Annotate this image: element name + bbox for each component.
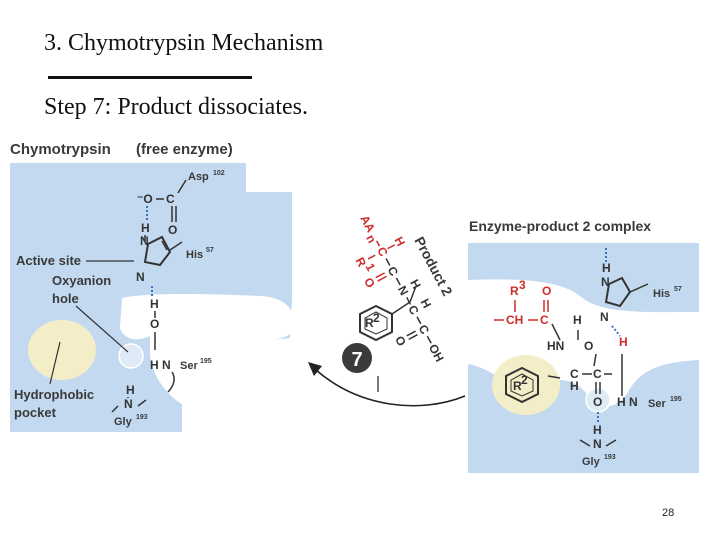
- hydrophobic-pocket-right: [492, 355, 560, 415]
- left-panel-title: Chymotrypsin: [10, 141, 111, 158]
- product-benzene-ring: R 2: [359, 285, 417, 342]
- gly-number-right: 193: [604, 454, 616, 461]
- svg-text:H: H: [150, 297, 159, 311]
- svg-text:C: C: [570, 367, 579, 381]
- svg-text:H: H: [126, 383, 135, 397]
- left-panel-free-enzyme: Chymotrypsin (free enzyme) ⁻O C Asp 102 …: [10, 141, 295, 432]
- oxyanion-pointer: [75, 305, 129, 353]
- his-number-left: 57: [206, 247, 214, 254]
- gly-193-residue-right: H N Gly 193: [579, 412, 617, 468]
- r3-sup: 3: [519, 278, 526, 292]
- svg-text:N: N: [136, 270, 145, 284]
- step-caption: Step 7: Product dissociates.: [44, 94, 308, 120]
- product-2-label: Product 2: [411, 234, 456, 299]
- svg-text:N: N: [124, 397, 133, 411]
- svg-text:O: O: [150, 317, 159, 331]
- oxyanion-label: Oxyanion: [52, 273, 111, 288]
- svg-text:C: C: [385, 264, 402, 279]
- asp-o-minus: ⁻O: [137, 192, 153, 206]
- svg-text:O: O: [584, 339, 593, 353]
- pocket-pointer: [49, 341, 61, 385]
- bound-ring-r: R: [513, 379, 522, 393]
- pocket-label: pocket: [14, 405, 57, 420]
- left-panel-subtitle: (free enzyme): [136, 141, 233, 158]
- his-number-right: 57: [674, 286, 682, 293]
- svg-text:O: O: [361, 275, 378, 290]
- right-panel-complex: Enzyme-product 2 complex H N His 57 N H …: [468, 218, 699, 473]
- hydrophobic-label: Hydrophobic: [14, 387, 94, 402]
- gly-label-left: Gly: [114, 416, 133, 428]
- svg-text:H: H: [573, 313, 582, 327]
- svg-text:N: N: [601, 275, 610, 289]
- title-underline: [48, 76, 252, 79]
- svg-text:N: N: [593, 437, 602, 451]
- step-7-number: 7: [351, 349, 362, 371]
- right-panel-title: Enzyme-product 2 complex: [469, 218, 651, 234]
- svg-text:C: C: [416, 322, 433, 337]
- ser-195-residue: H O H N Ser 195: [150, 297, 212, 393]
- his-label-left: His: [186, 249, 203, 261]
- hole-label: hole: [52, 291, 79, 306]
- bound-product-fragment: R 3 O CH C H HN O C C H O H N S: [494, 278, 682, 410]
- hydrophobic-pocket-left: [28, 320, 96, 380]
- asp-number: 102: [213, 170, 225, 177]
- svg-text:N: N: [140, 234, 149, 248]
- ser-label-left: Ser: [180, 360, 198, 372]
- asp-label: Asp: [188, 171, 209, 183]
- slide-number: 28: [662, 507, 675, 519]
- gly-label-right: Gly: [582, 456, 601, 468]
- r3-label: R: [510, 284, 519, 298]
- ser-number-right: 195: [670, 396, 682, 403]
- svg-text:H: H: [619, 335, 628, 349]
- product-ring-r: R: [365, 316, 374, 330]
- asp-102-residue: ⁻O C Asp 102 O: [137, 170, 225, 237]
- svg-text:H: H: [570, 379, 579, 393]
- asp-carbon: C: [166, 192, 175, 206]
- product-ring-sup: 2: [373, 311, 380, 325]
- svg-text:HN: HN: [547, 339, 564, 353]
- svg-text:H: H: [593, 423, 602, 437]
- ser-number-left: 195: [200, 358, 212, 365]
- svg-text:O: O: [593, 395, 602, 409]
- bound-ring-sup: 2: [521, 373, 528, 387]
- enzyme-cleft-left: [120, 294, 295, 342]
- svg-text:O: O: [392, 334, 409, 349]
- gly-193-residue: H N Gly 193: [111, 383, 148, 428]
- svg-text:H: H: [391, 234, 407, 248]
- gly-number-left: 193: [136, 414, 148, 421]
- asp-o: O: [168, 223, 177, 237]
- product-oh: OH: [426, 342, 447, 364]
- reaction-arrowhead: [308, 362, 322, 376]
- svg-text:C: C: [540, 313, 549, 327]
- svg-text:O: O: [542, 284, 551, 298]
- his-57-residue: H N N His 57: [136, 221, 214, 296]
- svg-text:C: C: [374, 245, 391, 260]
- svg-text:N: N: [600, 310, 609, 324]
- active-site-label: Active site: [16, 253, 81, 268]
- svg-text:H N: H N: [617, 395, 638, 409]
- step-7-badge: 7: [342, 343, 372, 373]
- slide-title: 3. Chymotrypsin Mechanism: [44, 30, 324, 56]
- svg-text:C: C: [593, 367, 602, 381]
- ch-label: CH: [506, 313, 523, 327]
- svg-text:H: H: [141, 221, 150, 235]
- his-57-residue-right: H N His 57 N H: [600, 248, 682, 349]
- ser-label-right: Ser: [648, 398, 666, 410]
- reaction-arrow: [315, 369, 466, 407]
- svg-text:H N: H N: [150, 358, 171, 372]
- bound-benzene-ring: R 2: [505, 366, 539, 404]
- svg-text:H: H: [602, 261, 611, 275]
- his-label-right: His: [653, 288, 670, 300]
